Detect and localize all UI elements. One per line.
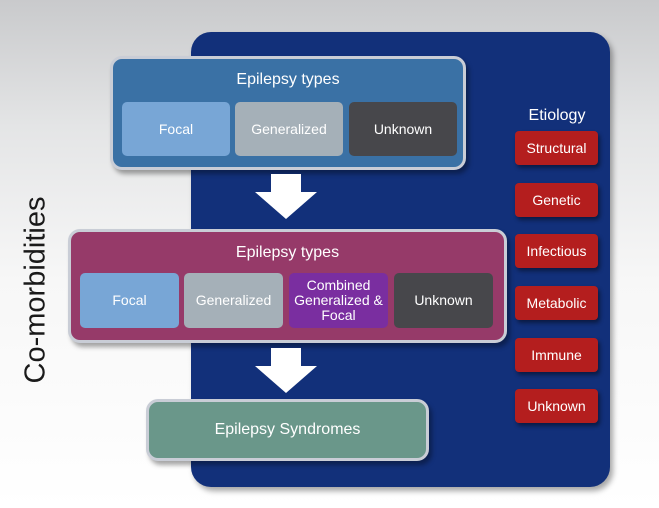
etiology-item-unknown: Unknown (515, 389, 598, 423)
etiology-item-infectious: Infectious (515, 234, 598, 268)
epilepsy-syndromes-box: Epilepsy Syndromes (146, 399, 429, 461)
level-2-unknown-box: Unknown (394, 273, 493, 328)
level-3-title: Epilepsy Syndromes (214, 421, 361, 438)
level-2-combined-box: Combined Generalized & Focal (289, 273, 388, 328)
epilepsy-types-level-2: Epilepsy types Focal Generalized Combine… (68, 229, 507, 343)
down-arrow-icon (255, 348, 317, 393)
level-1-unknown-box: Unknown (349, 102, 457, 156)
etiology-item-metabolic: Metabolic (515, 286, 598, 320)
epilepsy-types-level-1: Epilepsy types Focal Generalized Unknown (110, 56, 466, 170)
etiology-item-genetic: Genetic (515, 183, 598, 217)
etiology-item-structural: Structural (515, 131, 598, 165)
level-2-title: Epilepsy types (235, 244, 340, 261)
level-1-focal-box: Focal (122, 102, 230, 156)
level-1-title: Epilepsy types (236, 71, 340, 88)
level-2-generalized-box: Generalized (184, 273, 283, 328)
level-1-generalized-box: Generalized (235, 102, 343, 156)
down-arrow-icon (255, 174, 317, 219)
etiology-title: Etiology (528, 107, 586, 124)
level-2-focal-box: Focal (80, 273, 179, 328)
etiology-item-immune: Immune (515, 338, 598, 372)
comorbidities-label: Co-morbidities (19, 196, 52, 384)
